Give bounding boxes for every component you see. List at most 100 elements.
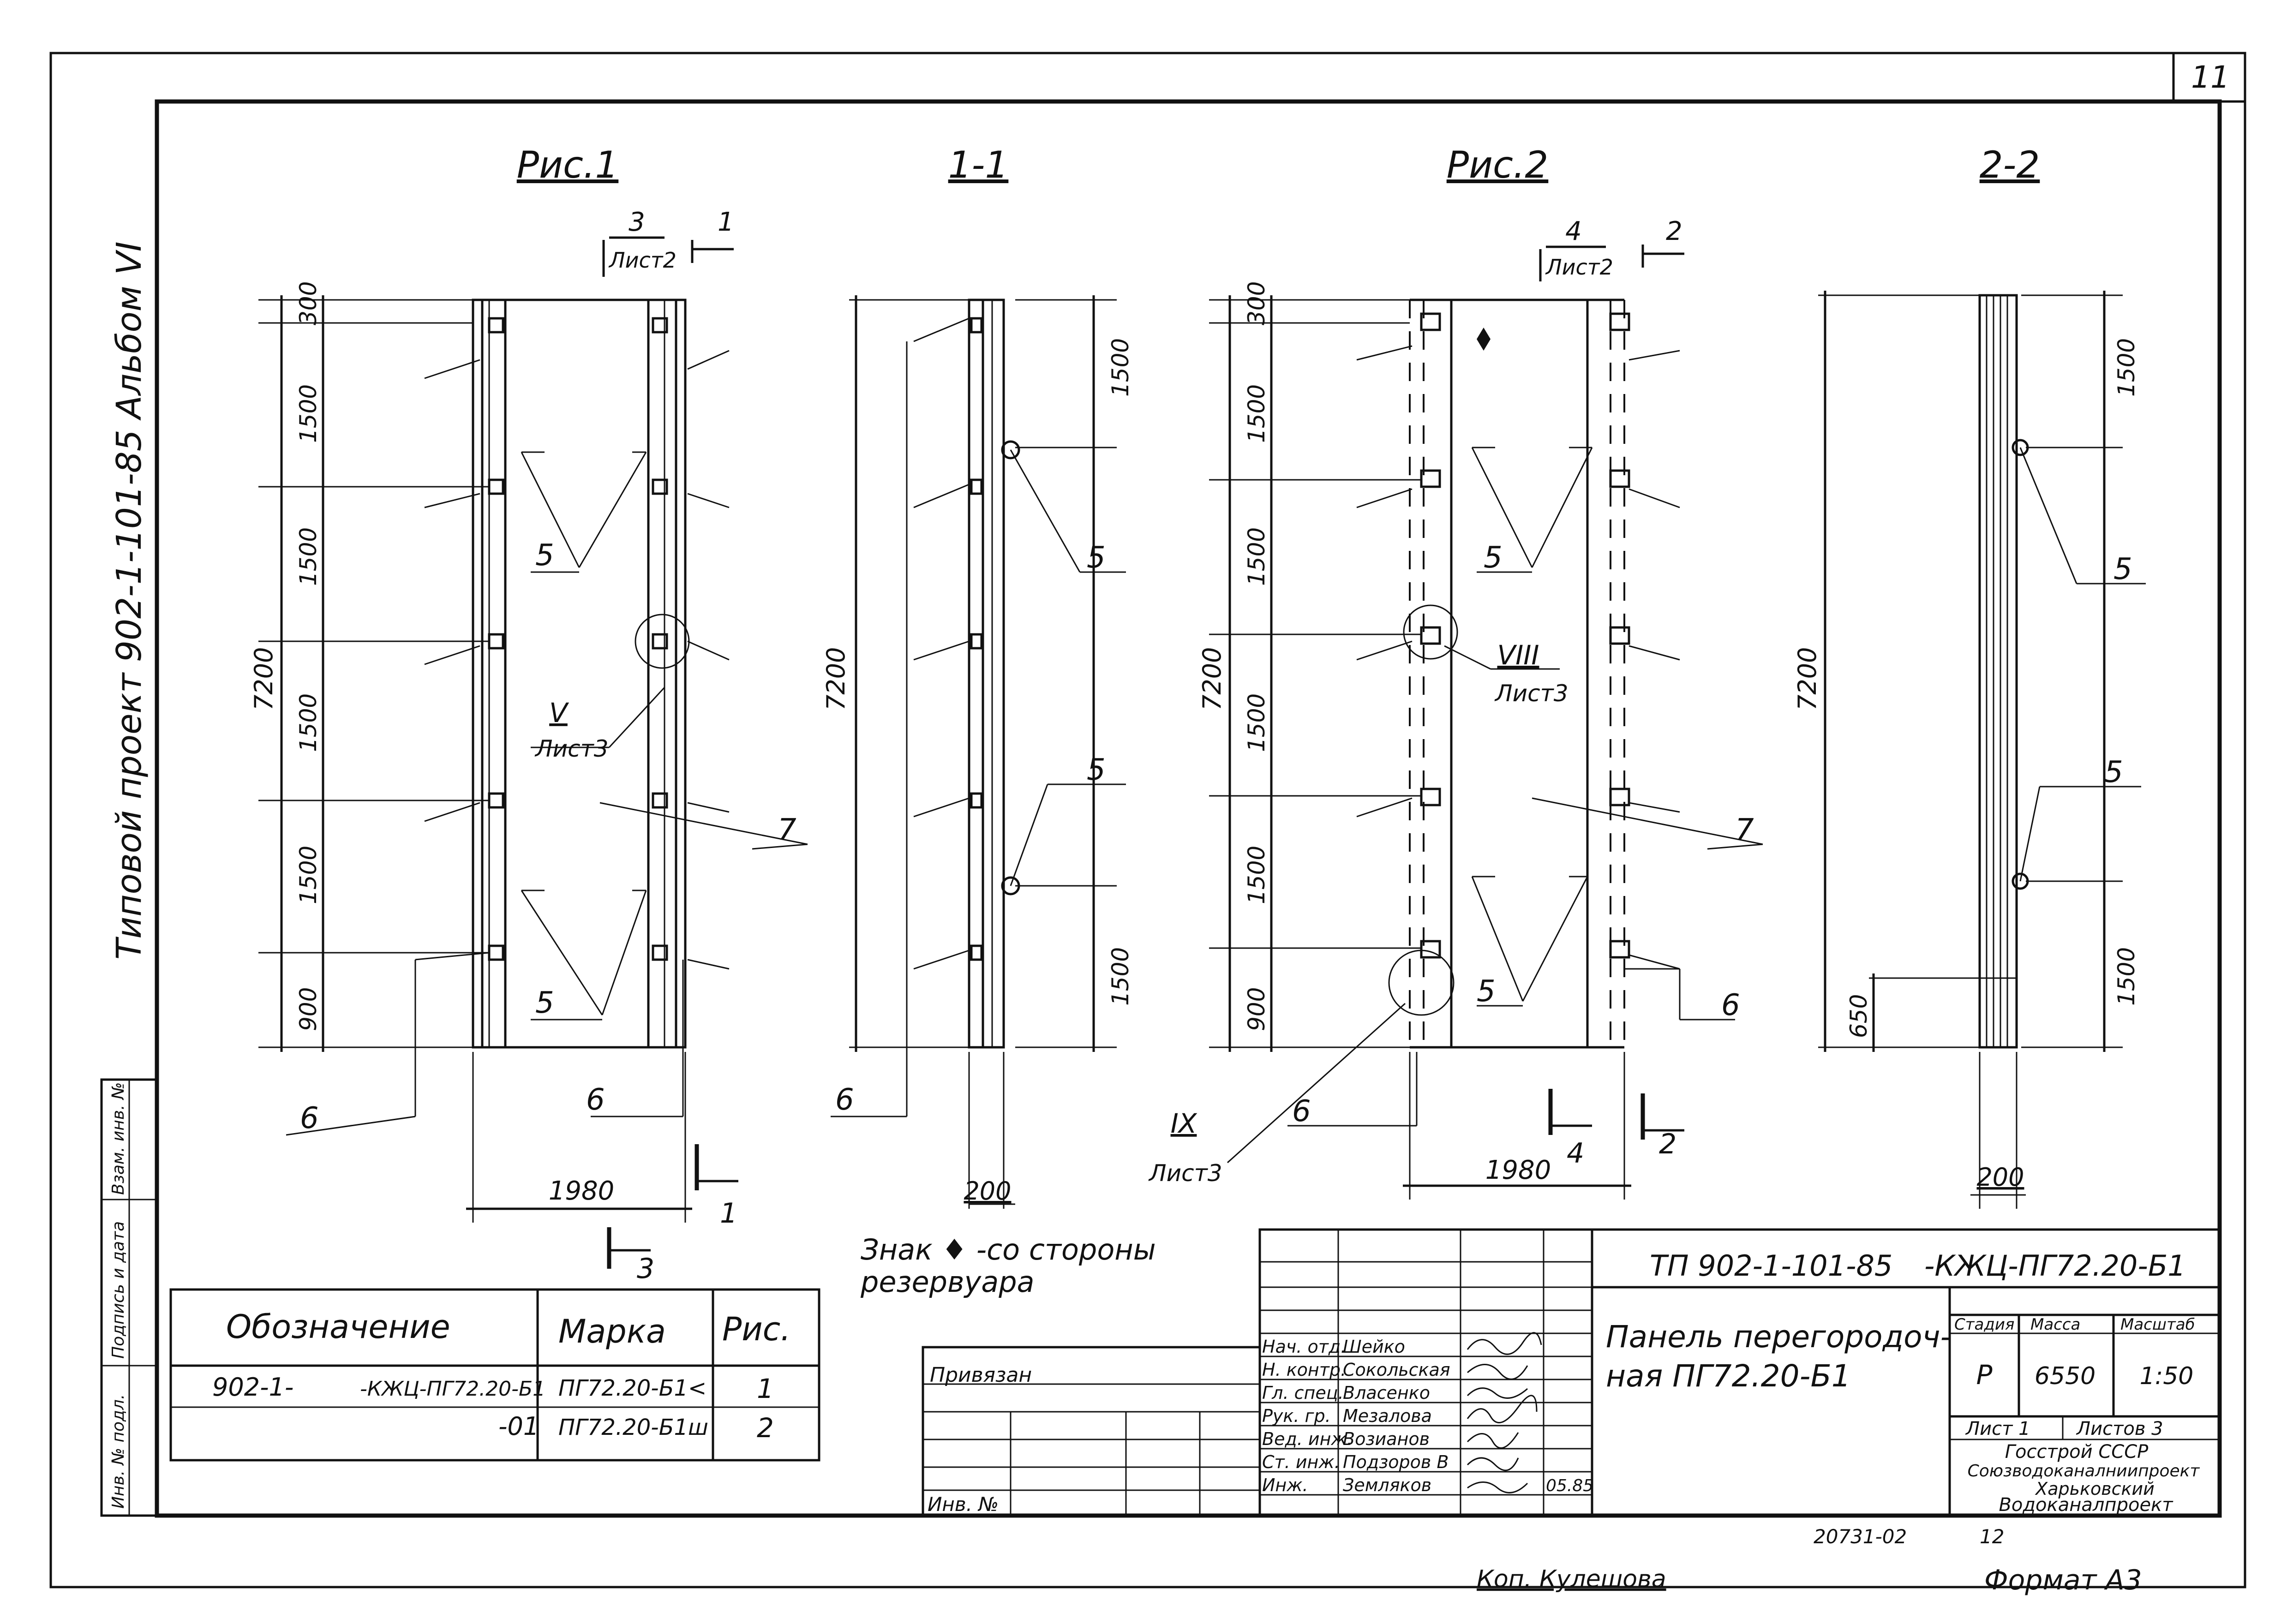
inner-frame — [155, 99, 2222, 1518]
fig2-dim-7200: 7200 — [1197, 647, 1227, 710]
fig1-cut1-number: 1 — [718, 207, 734, 237]
fig1-title: Рис.1 — [517, 143, 619, 186]
fig1-dim-7200: 7200 — [249, 647, 278, 710]
sec11-callout-5-b: 5 — [1087, 753, 1106, 787]
fig2-dim-1500-a: 1500 — [1243, 384, 1270, 443]
tb-sheet: Лист 1 — [1965, 1418, 2030, 1439]
tb-mass-label: Масса — [2030, 1315, 2080, 1334]
fig2-dim-300: 300 — [1243, 281, 1270, 325]
sec22-dim-7200: 7200 — [1793, 647, 1822, 710]
fig1-dim-300: 300 — [295, 281, 322, 325]
fig2-node-viii: VIII — [1497, 639, 1539, 671]
tb-scale-label: Масштаб — [2120, 1315, 2195, 1334]
tb-title-line1: Панель перегородоч- — [1606, 1319, 1951, 1355]
tb-name-3: Мезалова — [1343, 1406, 1432, 1426]
sec22-callout-5-a: 5 — [2113, 552, 2132, 586]
fig2-node-ix: IX — [1171, 1108, 1197, 1139]
spec-table: Обозначение Марка Рис. 902-1- -КЖЦ-ПГ72.… — [169, 1288, 820, 1462]
spec-header-mark: Марка — [558, 1313, 666, 1350]
fig2-node-ix-sheet: Лист3 — [1148, 1160, 1222, 1187]
sec11-callout-6: 6 — [835, 1083, 854, 1117]
sec11-dim-1500-b: 1500 — [1107, 947, 1134, 1006]
sec22-dim-1500-a: 1500 — [2113, 338, 2140, 397]
tb-name-2: Власенко — [1343, 1383, 1430, 1403]
stamp-inv-label: Инв. № подл. — [109, 1394, 128, 1509]
tb-role-1: Н. контр. — [1262, 1360, 1346, 1380]
fig1-dim-1980: 1980 — [549, 1176, 615, 1206]
sec22-title: 2-2 — [1980, 143, 2040, 186]
footer-page: 12 — [1980, 1525, 2004, 1548]
section-2-2: 2-2 7200 650 1500 1500 5 5 — [1793, 143, 2146, 1209]
fig2-dim-1500-d: 1500 — [1243, 846, 1270, 904]
tb-name-4: Возианов — [1343, 1429, 1430, 1449]
sec22-dim-650: 650 — [1845, 994, 1872, 1038]
fig2-callout-5-b: 5 — [1477, 974, 1496, 1009]
fig2-cut2-bottom: 2 — [1659, 1128, 1676, 1160]
spec-header-designation: Обозначение — [226, 1308, 450, 1346]
side-label: Типовой проект 902-1-101-85 Альбом VI — [109, 241, 149, 960]
fig1-dim-1500-c: 1500 — [295, 693, 322, 752]
fig1-node-v: V — [549, 697, 569, 728]
fig1-callout-7: 7 — [778, 813, 796, 847]
fig1-dim-1500-d: 1500 — [295, 846, 322, 904]
footer-copied: Коп. Кулешова — [1477, 1565, 1666, 1593]
spec-row1-designation-a: 902-1- — [212, 1373, 293, 1402]
footer-code: 20731-02 — [1814, 1525, 1907, 1548]
tb-role-2: Гл. спец. — [1262, 1383, 1344, 1403]
sec11-callout-5-a: 5 — [1087, 541, 1106, 575]
sec11-dim-1500-a: 1500 — [1107, 338, 1134, 397]
fig2-cut4-sheet: Лист2 — [1545, 255, 1613, 280]
fig2-title: Рис.2 — [1447, 143, 1549, 186]
fig1-callout-5-b: 5 — [535, 986, 554, 1020]
fig1-dim-900: 900 — [295, 987, 322, 1031]
sheet-number-box — [2172, 52, 2246, 103]
fig2-callout-7: 7 — [1735, 813, 1754, 847]
fig1-cut3-bottom: 3 — [637, 1253, 654, 1285]
fig2-callout-5-a: 5 — [1484, 541, 1503, 575]
fig1-cut3-sheet: Лист2 — [608, 248, 677, 273]
tb-org1: Госстрой СССР — [2005, 1441, 2149, 1463]
tb-name-5: Подзоров В — [1343, 1452, 1449, 1472]
tb-role-6: Инж. — [1262, 1475, 1308, 1495]
fig1-dim-1500-a: 1500 — [295, 384, 322, 443]
fig2-callout-6-b: 6 — [1292, 1094, 1311, 1128]
tb-org3: Харьковский — [2035, 1479, 2155, 1499]
tb-privyazan: Привязан — [930, 1363, 1032, 1387]
tb-inv-no: Инв. № — [928, 1493, 999, 1516]
figure-2: Рис.2 300 1500 1500 — [1148, 143, 1763, 1200]
fig2-node-viii-sheet: Лист3 — [1494, 680, 1569, 707]
tb-date: 05.85 — [1546, 1476, 1593, 1495]
tb-stage-label: Стадия — [1954, 1315, 2014, 1334]
tb-project-code: ТП 902-1-101-85 — [1650, 1249, 1892, 1283]
fig1-node-v-sheet: Лист3 — [534, 735, 609, 762]
tb-role-0: Нач. отд. — [1262, 1337, 1346, 1357]
stamp-replace-label: Взам. инв. № — [109, 1082, 128, 1195]
sec11-dim-7200: 7200 — [821, 647, 850, 710]
left-stamp-column: Инв. № подл. Подпись и дата Взам. инв. № — [100, 1078, 158, 1517]
outer-frame — [49, 52, 2246, 1588]
tb-role-4: Вед. инж. — [1262, 1429, 1353, 1449]
tb-sheets: Листов 3 — [2076, 1418, 2163, 1439]
fig2-dim-1980: 1980 — [1485, 1155, 1551, 1185]
fig2-cut4-number: 4 — [1565, 216, 1582, 246]
sec11-dim-200: 200 — [964, 1176, 1011, 1206]
figure-1: Рис.1 300 1500 1500 — [249, 143, 808, 1285]
tb-doc-code: -КЖЦ-ПГ72.20-Б1 — [1924, 1249, 2186, 1283]
fig1-cut3-number: 3 — [629, 207, 645, 237]
spec-row2-mark: ПГ72.20-Б1ш — [558, 1415, 708, 1440]
note-line2: резервуара — [860, 1265, 1035, 1299]
fig2-callout-6-a: 6 — [1721, 988, 1740, 1022]
sec22-callout-5-b: 5 — [2104, 755, 2123, 789]
spec-header-fig: Рис. — [722, 1310, 790, 1348]
fig1-cut1-bottom: 1 — [720, 1197, 737, 1230]
title-block: Привязан Инв. № Нач. отд. Шейко Н. контр… — [922, 1228, 2221, 1517]
section-1-1: 1-1 7200 1500 1500 — [821, 143, 1134, 1209]
sec22-dim-200: 200 — [1976, 1163, 2024, 1192]
spec-row1-mark: ПГ72.20-Б1< — [558, 1375, 706, 1401]
spec-row1-fig: 1 — [757, 1373, 774, 1404]
fig1-callout-6-b: 6 — [586, 1083, 605, 1117]
tb-mass: 6550 — [2035, 1362, 2095, 1390]
fig2-cut2-number: 2 — [1666, 216, 1682, 246]
fig2-dim-1500-b: 1500 — [1243, 527, 1270, 586]
